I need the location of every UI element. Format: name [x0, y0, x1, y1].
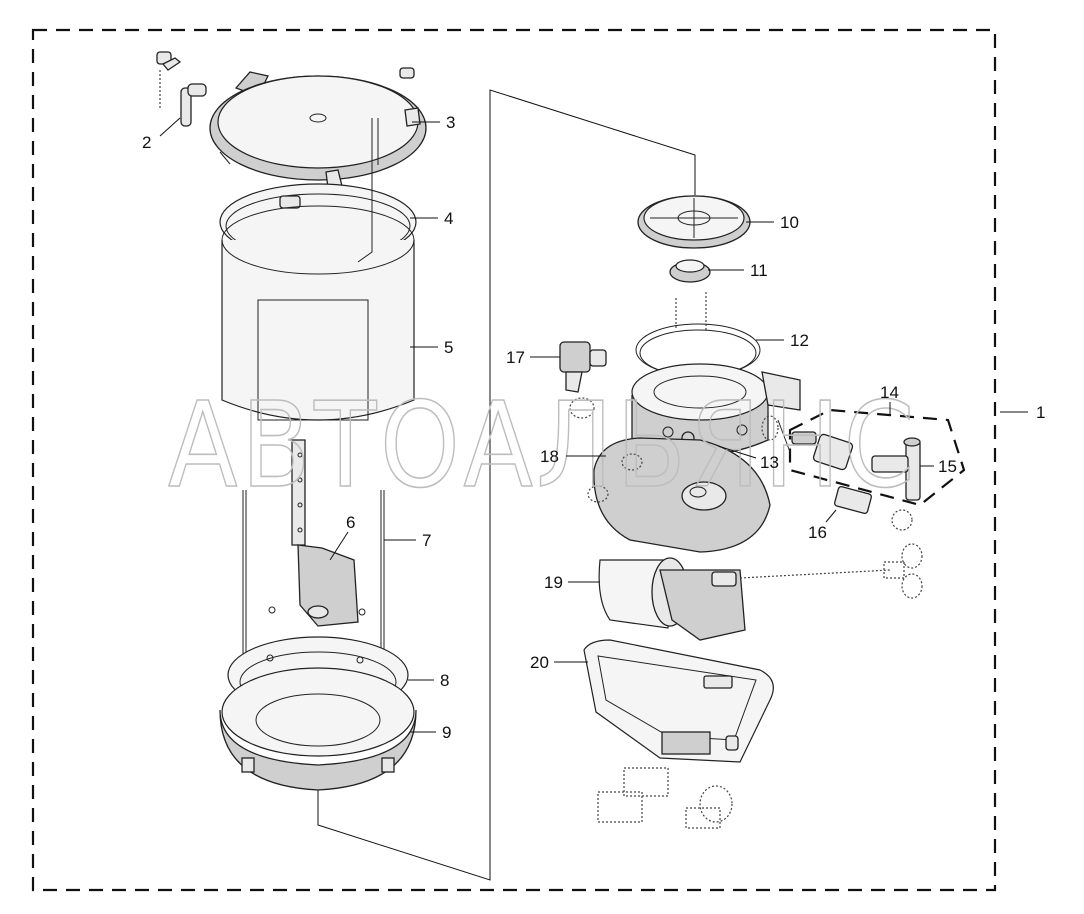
callout-5: 5 [444, 338, 453, 357]
connector-parts [597, 767, 733, 829]
part-6-bracket [291, 439, 359, 627]
callout-9: 9 [442, 723, 451, 742]
part-5-tank [221, 120, 415, 421]
callout-18: 18 [540, 447, 559, 466]
callout-7: 7 [422, 531, 431, 550]
part-19-motor [598, 557, 905, 641]
part-14-fitting-group [761, 408, 966, 507]
callout-12: 12 [790, 331, 809, 350]
callout-17: 17 [506, 348, 525, 367]
callout-15: 15 [938, 457, 957, 476]
part-9-base [219, 667, 417, 791]
part-3-lid [209, 67, 427, 189]
callout-16: 16 [808, 523, 827, 542]
callout-13: 13 [760, 453, 779, 472]
callout-8: 8 [440, 671, 449, 690]
assembly-boundary [31, 28, 997, 892]
part-11-cap [669, 259, 711, 330]
callout-3: 3 [446, 113, 455, 132]
callout-19: 19 [544, 573, 563, 592]
watermark-text: АВТОАЛЬЯНС [168, 376, 918, 514]
part-20-tray [583, 639, 774, 763]
callout-6: 6 [346, 513, 355, 532]
part-16-nipple [834, 485, 923, 599]
left-assembly [156, 51, 427, 791]
callout-14: 14 [880, 383, 899, 402]
part-2-fitting [156, 51, 207, 127]
part-18-cover [587, 437, 771, 553]
part-15-tee [871, 437, 921, 501]
part-10-filter-disc [637, 195, 751, 249]
connection-lines [317, 89, 696, 881]
callout-1: 1 [1036, 403, 1045, 422]
callout-20: 20 [530, 653, 549, 672]
callout-2: 2 [142, 133, 151, 152]
callout-11: 11 [750, 261, 768, 280]
right-assembly [559, 195, 966, 829]
callout-10: 10 [780, 213, 799, 232]
callouts: 1 2 3 4 5 6 7 8 9 10 11 12 13 14 15 16 1 [142, 113, 1045, 742]
callout-4: 4 [444, 209, 453, 228]
